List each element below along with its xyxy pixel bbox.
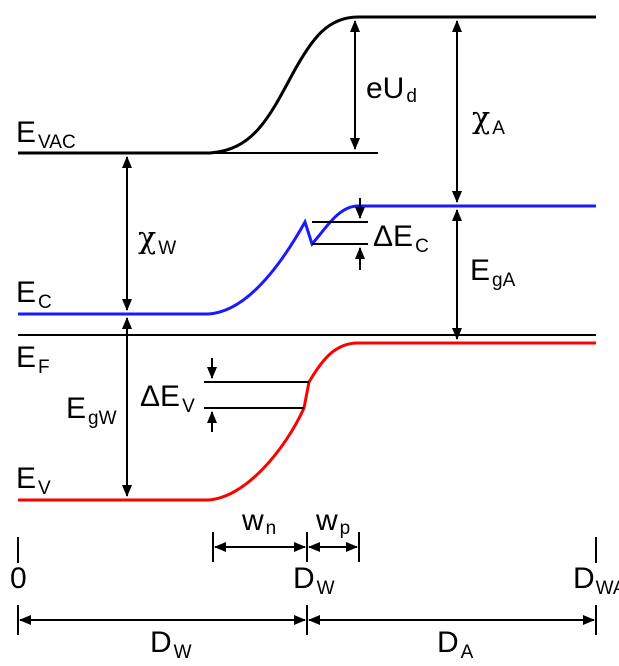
origin-label: 0 <box>10 562 27 595</box>
valence-band-curve <box>18 341 596 502</box>
conduction-band-curve <box>18 204 596 316</box>
dwa-tick-label: DWA <box>573 562 619 599</box>
vacuum-level-curve <box>18 15 596 155</box>
